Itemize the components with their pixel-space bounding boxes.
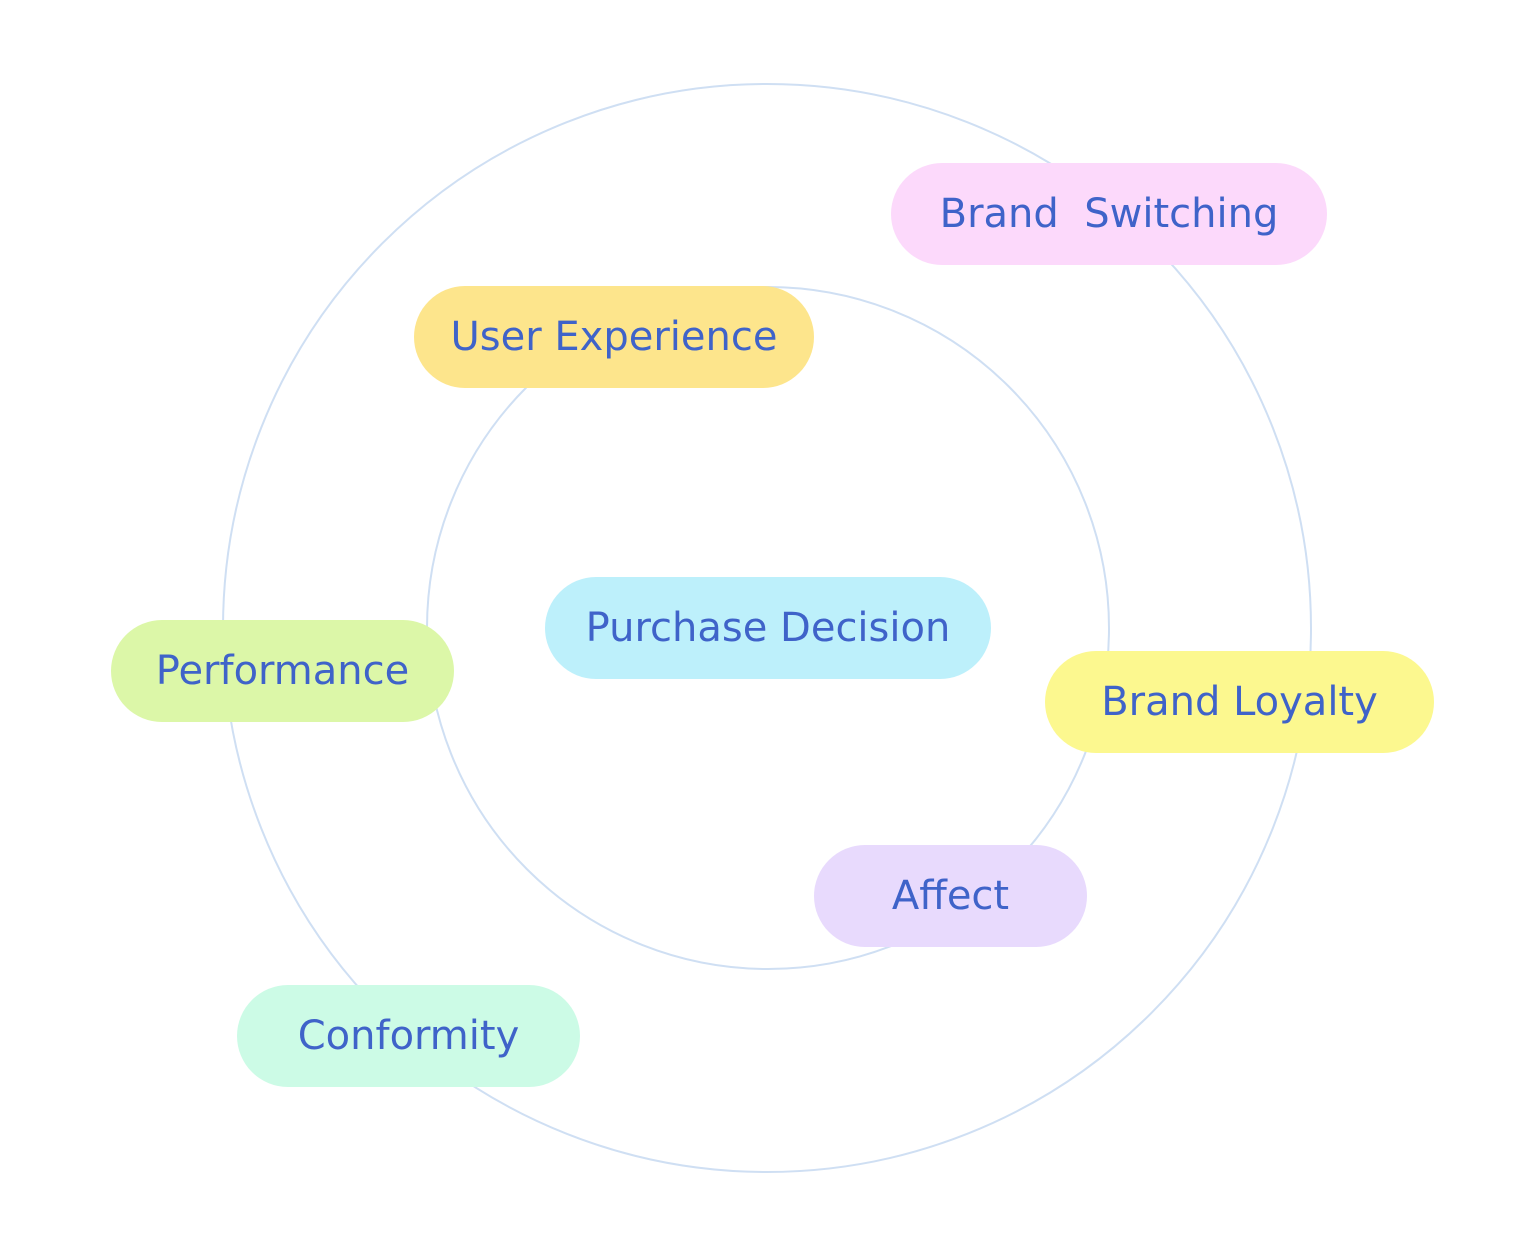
node-brand-loyalty: Brand Loyalty	[1045, 651, 1434, 753]
node-conformity: Conformity	[237, 985, 580, 1087]
node-affect: Affect	[814, 845, 1087, 947]
node-performance: Performance	[111, 620, 454, 722]
node-purchase-decision: Purchase Decision	[545, 577, 991, 679]
node-user-experience: User Experience	[414, 286, 814, 388]
node-brand-switching: Brand Switching	[891, 163, 1327, 265]
